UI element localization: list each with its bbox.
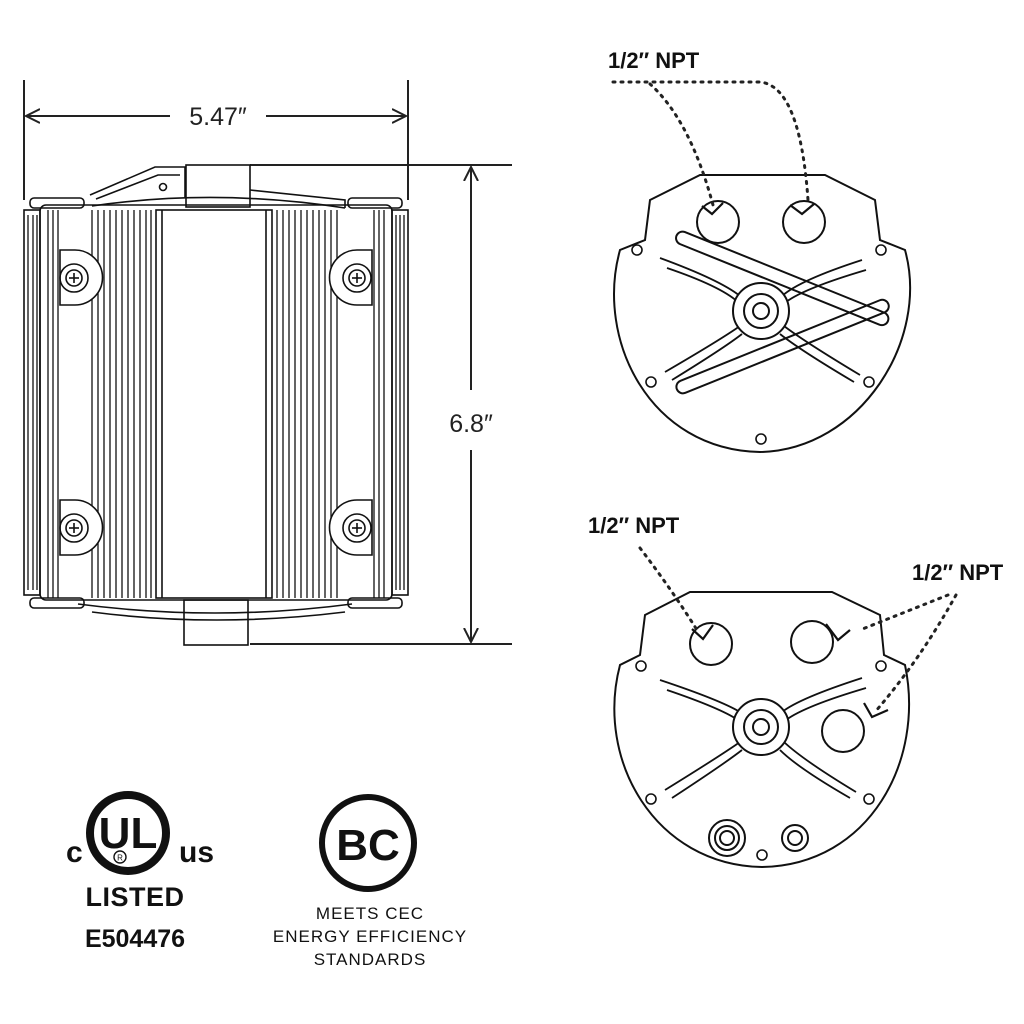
screw-top-left xyxy=(59,249,104,306)
cec-line-3: STANDARDS xyxy=(313,950,427,969)
ul-c-mark: c xyxy=(66,836,83,869)
width-label: 5.47″ xyxy=(189,103,247,131)
screw-bottom-left xyxy=(59,499,104,556)
cross-bar-top xyxy=(675,230,890,395)
width-dimension: 5.47″ xyxy=(23,80,409,200)
height-dimension: 6.8″ xyxy=(250,164,512,645)
bottom-view-callouts: 1/2″ NPT 1/2″ NPT xyxy=(588,513,1004,714)
top-view-callout: 1/2″ NPT xyxy=(608,48,810,207)
bottom-view-mounting-plate xyxy=(613,591,910,869)
housing-side-view xyxy=(23,164,409,646)
conduit-port-right xyxy=(782,200,826,244)
ul-file-number: E504476 xyxy=(84,925,186,953)
top-npt-label: 1/2″ NPT xyxy=(608,48,700,73)
cooling-fins xyxy=(27,210,405,598)
conduit-port-left xyxy=(696,200,740,244)
ul-letters: UL xyxy=(99,809,158,858)
ul-listed-text: LISTED xyxy=(85,882,185,912)
conduit-port-side xyxy=(821,709,865,753)
ul-registered-mark: R xyxy=(117,854,123,863)
cec-line-1: MEETS CEC xyxy=(315,904,425,923)
bc-letters: BC xyxy=(336,821,400,870)
height-label: 6.8″ xyxy=(449,410,493,438)
bc-logo: BC xyxy=(319,794,417,892)
bottom-npt-label-right: 1/2″ NPT xyxy=(912,560,1004,585)
conduit-port-top-left xyxy=(689,622,733,666)
ul-listed-logo: c us UL R xyxy=(66,791,214,875)
ul-us-mark: us xyxy=(179,836,214,869)
top-view-mounting-plate xyxy=(613,174,911,454)
screw-top-right xyxy=(328,249,373,306)
grommet-large xyxy=(708,819,746,857)
cec-line-2: ENERGY EFFICIENCY xyxy=(272,927,468,946)
grommet-small xyxy=(781,824,809,852)
conduit-port-top-right xyxy=(790,620,834,664)
screw-bottom-right xyxy=(328,499,373,556)
bottom-npt-label-left: 1/2″ NPT xyxy=(588,513,680,538)
